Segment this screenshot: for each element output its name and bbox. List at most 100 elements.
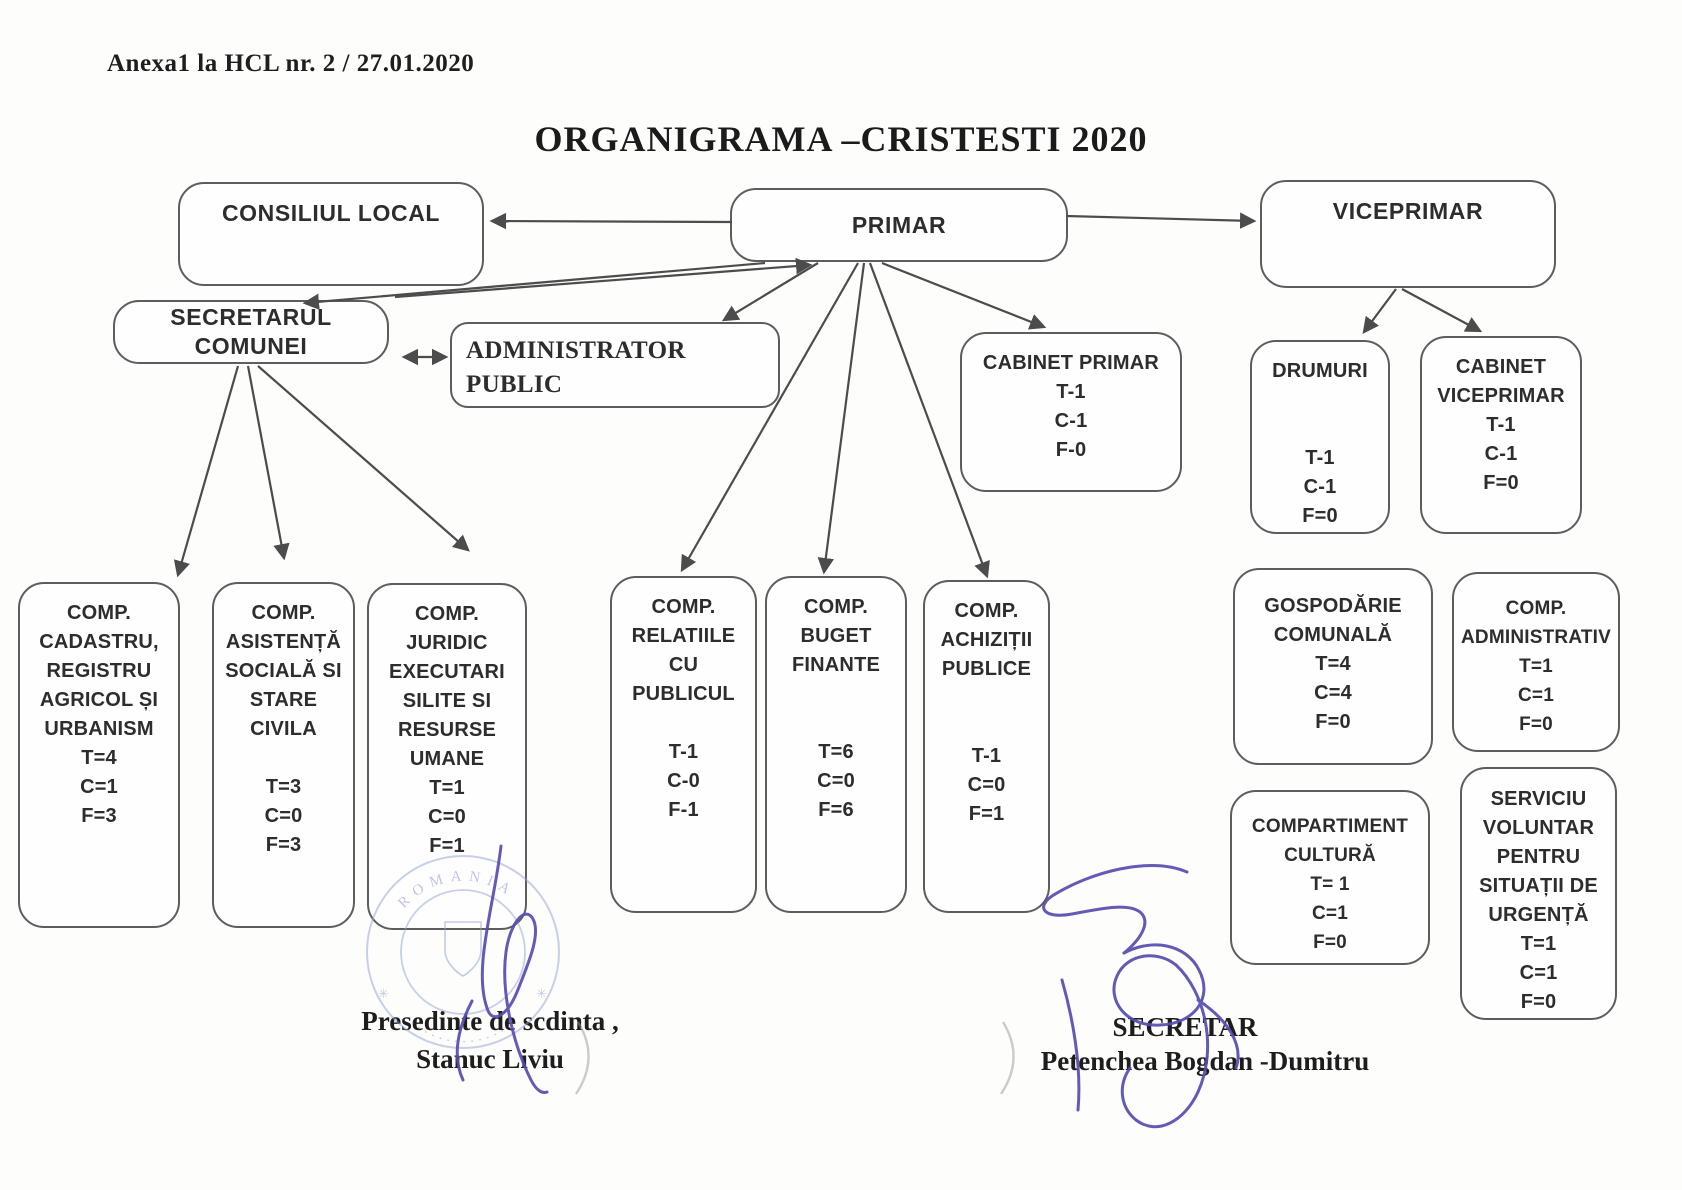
node-line: C-1 xyxy=(1054,410,1088,432)
node-line: CU xyxy=(668,654,699,676)
node-line: F=0 xyxy=(1519,714,1553,735)
node-line: COMP. xyxy=(251,602,316,624)
node-line: F=0 xyxy=(1520,991,1557,1013)
node-line: F=0 xyxy=(1483,472,1519,494)
node-line: C=4 xyxy=(1314,682,1352,704)
arrow-secretarul-to-juridic xyxy=(257,365,470,552)
node-line: DRUMURI xyxy=(1272,360,1368,382)
arrow-primar-to-cabinet-primar xyxy=(881,261,1047,330)
arrow-viceprimar-to-cabinet-viceprimar xyxy=(1401,288,1483,333)
node-line: BUGET xyxy=(800,625,872,647)
node-line: T-1 xyxy=(1056,381,1086,403)
node-line: COMPARTIMENT xyxy=(1251,816,1409,837)
arrow-primar-to-relatiile xyxy=(680,262,859,573)
node-line: COMP. xyxy=(415,603,479,625)
node-line xyxy=(1252,415,1388,444)
node-line: F=0 xyxy=(1302,505,1338,527)
secretary-name-label: Petenchea Bogdan -Dumitru xyxy=(1040,1046,1370,1076)
president-name-label: Stanuc Liviu xyxy=(416,1044,564,1074)
node-line: UMANE xyxy=(409,748,485,770)
node-line: FINANTE xyxy=(791,654,881,676)
node-line: VOLUNTAR xyxy=(1482,817,1595,839)
node-line: EXECUTARI xyxy=(389,661,505,683)
node-line: STARE xyxy=(249,689,318,711)
node-consiliul-local: CONSILIUL LOCAL xyxy=(178,182,484,286)
node-line: CABINET PRIMAR xyxy=(982,352,1160,374)
node-line: C=0 xyxy=(817,770,855,792)
node-line: VICEPRIMAR xyxy=(1437,385,1565,407)
secretary-role-label: SECRETAR xyxy=(1112,1012,1258,1042)
node-line xyxy=(925,684,1048,713)
node-line: SECRETARUL COMUNEI xyxy=(170,304,332,359)
node-line xyxy=(925,713,1048,742)
node-line: RESURSE xyxy=(397,719,497,741)
node-line: T-1 xyxy=(1486,414,1516,436)
node-administrator-public: ADMINISTRATOR PUBLIC xyxy=(450,322,780,408)
arrow-secretarul-to-cadastru xyxy=(173,365,240,578)
node-line: PUBLIC xyxy=(466,371,563,398)
node-line: T= 1 xyxy=(1310,874,1350,895)
node-line: CULTURĂ xyxy=(1284,845,1376,866)
annex-reference: Anexa1 la HCL nr. 2 / 27.01.2020 xyxy=(107,50,475,77)
node-line: T-1 xyxy=(668,741,699,763)
node-line: F=1 xyxy=(968,803,1005,825)
node-line: T=6 xyxy=(818,741,854,763)
node-line: CADASTRU, xyxy=(39,631,159,653)
node-line: CIVILA xyxy=(250,718,317,740)
node-line xyxy=(767,709,905,738)
node-line: ADMINISTRATOR xyxy=(466,337,686,364)
node-line xyxy=(214,744,353,773)
node-line: F-0 xyxy=(1055,439,1087,461)
node-line xyxy=(1252,386,1388,415)
node-line xyxy=(767,680,905,709)
scan-artifact-marks xyxy=(575,1021,1015,1095)
node-line: VICEPRIMAR xyxy=(1332,198,1484,224)
node-line: T=1 xyxy=(1519,656,1553,677)
node-line: CABINET xyxy=(1455,356,1547,378)
node-line: C-0 xyxy=(667,770,700,792)
node-line: C=1 xyxy=(1518,685,1554,706)
node-line: T=4 xyxy=(1315,653,1351,675)
node-line: T=1 xyxy=(1520,933,1557,955)
node-line: C-1 xyxy=(1303,476,1337,498)
node-line: JURIDIC xyxy=(406,632,488,654)
node-line: T=4 xyxy=(81,747,117,769)
node-line: T=3 xyxy=(265,776,302,798)
node-line: SITUAȚII DE xyxy=(1479,875,1598,897)
svg-text:✳: ✳ xyxy=(378,986,389,1001)
node-line: COMP. xyxy=(67,602,131,624)
node-line: F=1 xyxy=(429,835,465,857)
arrow-primar-to-viceprimar xyxy=(1065,212,1257,229)
node-line: T-1 xyxy=(1305,447,1335,469)
node-line: PUBLICUL xyxy=(632,683,735,705)
node-line: F=3 xyxy=(81,805,117,827)
node-line: T=1 xyxy=(429,777,465,799)
secretary-signature xyxy=(1042,864,1240,1129)
page-title: ORGANIGRAMA –CRISTESTI 2020 xyxy=(534,119,1148,159)
node-line: PENTRU xyxy=(1496,846,1581,868)
node-line: SOCIALĂ SI xyxy=(225,660,342,682)
node-line: F=3 xyxy=(265,834,302,856)
node-line: F=0 xyxy=(1313,932,1347,953)
stamp-shield xyxy=(444,921,482,977)
node-line: COMUNALĂ xyxy=(1273,624,1393,646)
node-line: URGENȚĂ xyxy=(1488,904,1589,926)
node-line: C=1 xyxy=(1312,903,1348,924)
node-line: F=0 xyxy=(1315,711,1351,733)
node-viceprimar: VICEPRIMAR xyxy=(1260,180,1556,288)
node-line: C=0 xyxy=(967,774,1006,796)
arrow-primar-to-consiliul xyxy=(489,212,733,230)
node-line: GOSPODĂRIE xyxy=(1264,595,1402,617)
node-line: T-1 xyxy=(971,745,1002,767)
